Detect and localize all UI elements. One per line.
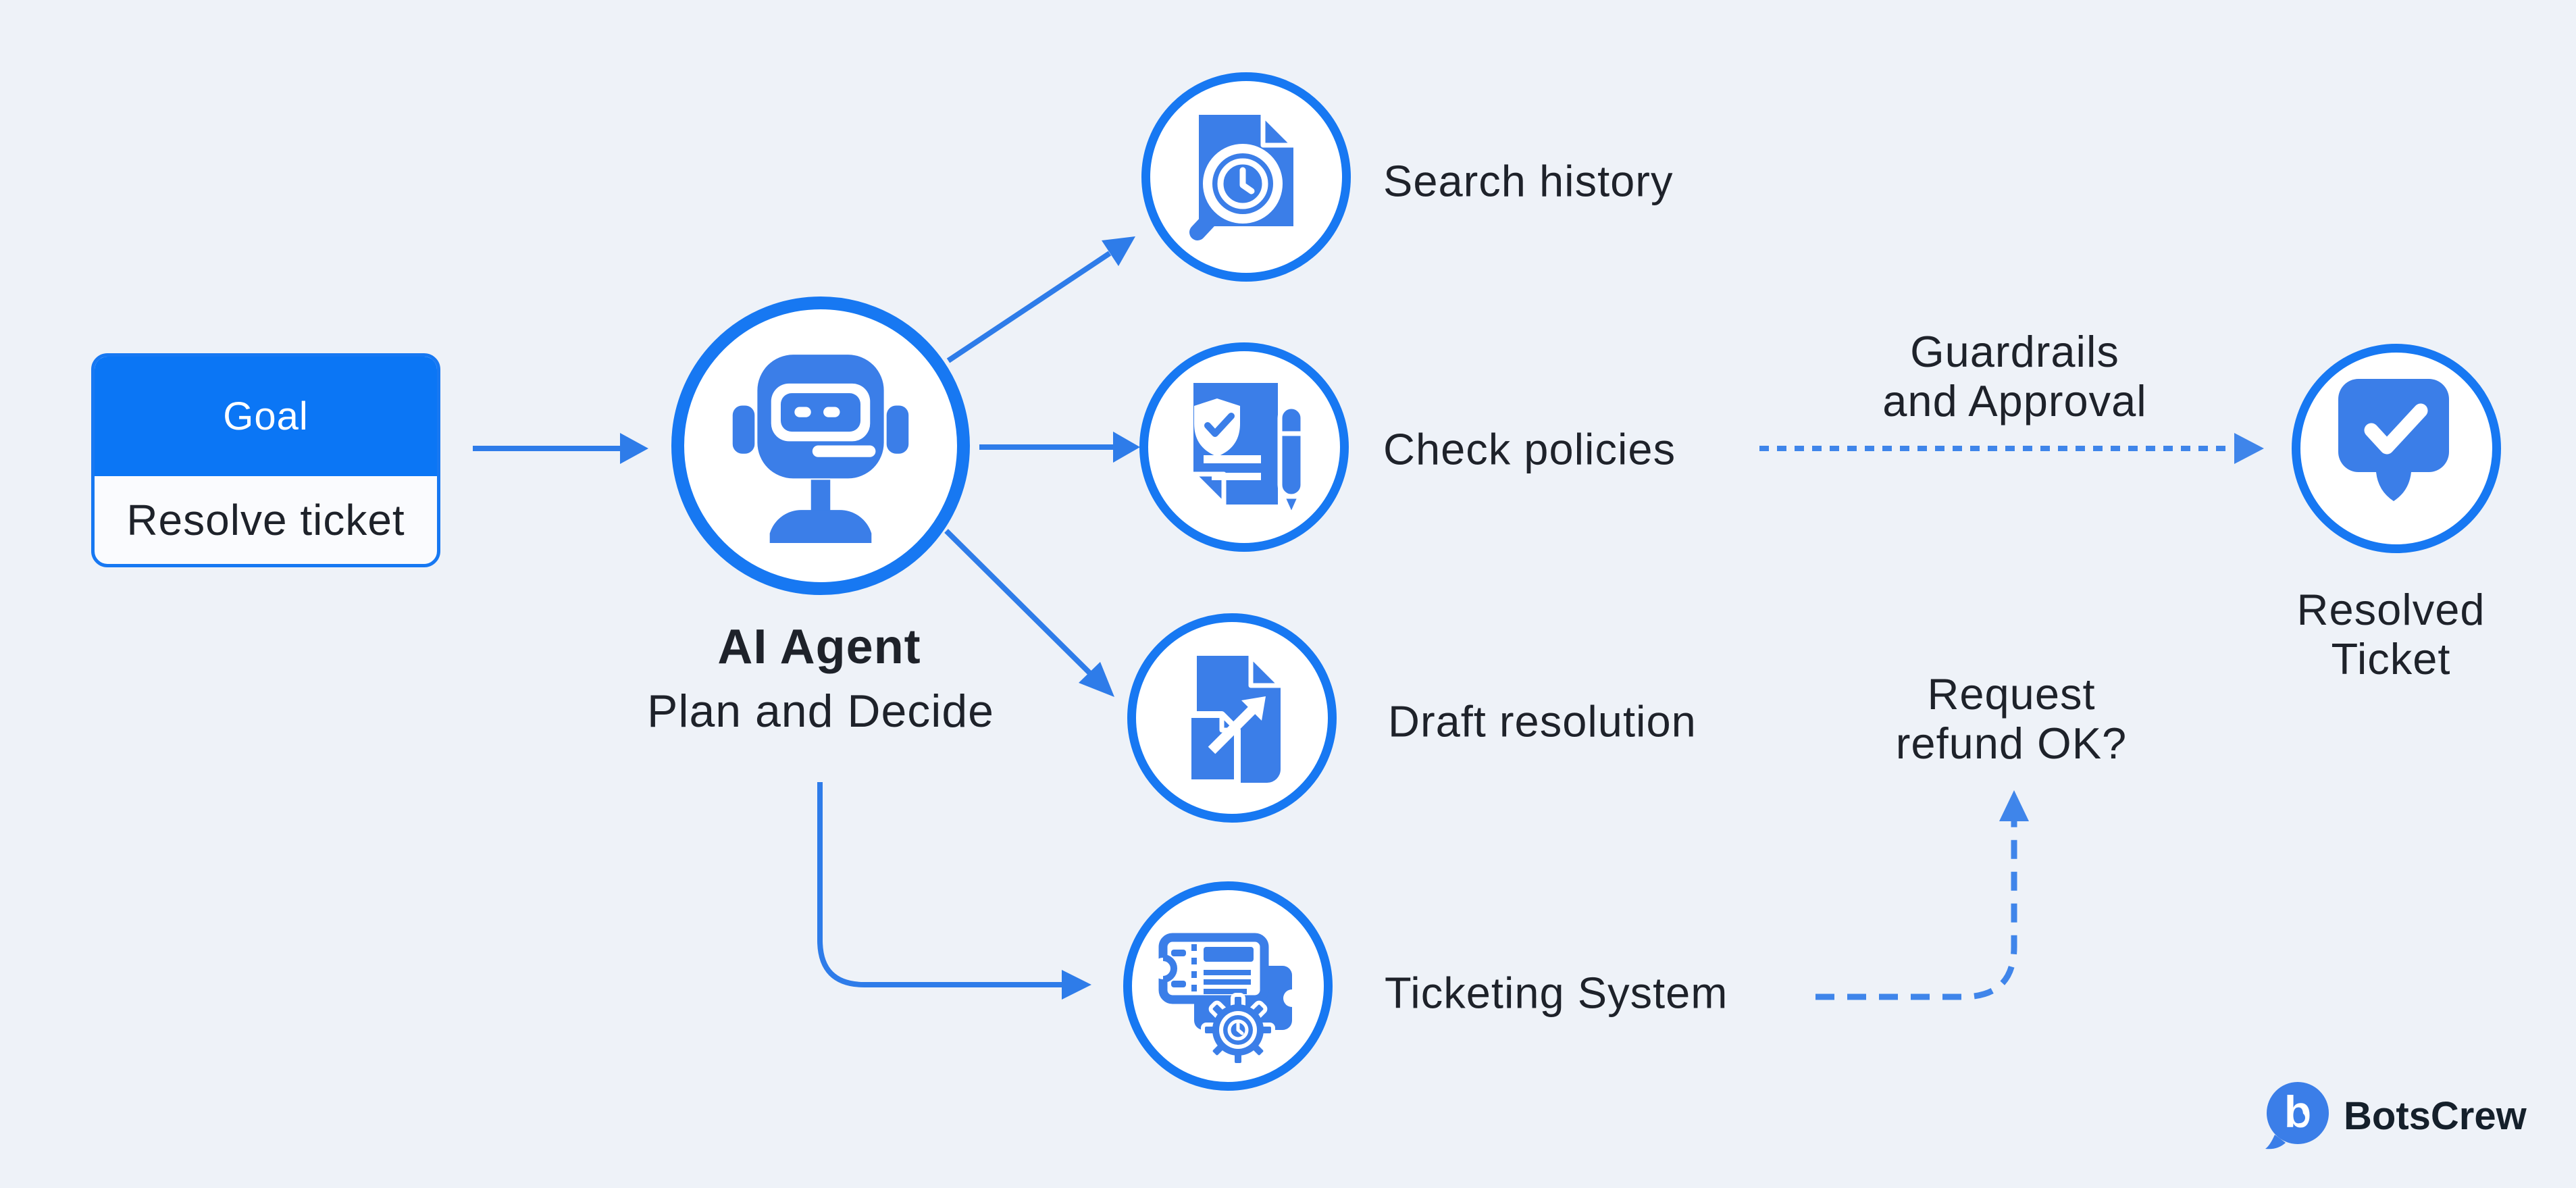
refund-line2: refund OK? [1895,719,2128,768]
resolved-ticket-label: Resolved Ticket [2297,585,2485,683]
refund-annotation: Request refund OK? [1896,669,2127,768]
resolved-ticket-node [2292,344,2501,553]
tool-label-check-policies: Check policies [1383,424,1676,474]
goal-box: Goal Resolve ticket [91,353,440,567]
documents-transfer-icon [1185,653,1283,786]
policy-shield-pen-icon [1191,383,1306,519]
ai-agent-node [671,296,970,595]
tool-label-search-history: Search history [1383,156,1674,206]
resolved-badge-check-icon [2338,378,2449,501]
botscrew-branding: b BotsCrew [2264,1081,2527,1151]
guardrails-line1: Guardrails [1910,327,2119,376]
ticket-gear-clock-icon [1152,933,1301,1067]
tool-node-draft-resolution [1127,613,1337,823]
tool-label-ticketing-system: Ticketing System [1385,968,1728,1018]
botscrew-monogram: b [2284,1087,2311,1137]
tool-node-search-history [1141,72,1351,282]
tool-node-check-policies [1139,342,1349,552]
botscrew-wordmark: BotsCrew [2344,1093,2527,1138]
goal-title: Goal [95,357,437,476]
resolved-line1: Resolved [2296,585,2485,634]
ai-agent-title: AI Agent [717,620,921,674]
document-magnifier-clock-icon [1189,112,1296,240]
ai-agent-subtitle: Plan and Decide [646,686,995,737]
refund-line1: Request [1927,669,2096,719]
robot-icon [732,355,909,543]
guardrails-annotation: Guardrails and Approval [1882,327,2146,425]
botscrew-bubble-logo: b [2265,1082,2329,1150]
tool-node-ticketing-system [1123,881,1333,1091]
guardrails-line2: and Approval [1882,376,2147,425]
resolved-line2: Ticket [2331,634,2451,683]
goal-subtitle: Resolve ticket [126,496,405,544]
tool-label-draft-resolution: Draft resolution [1388,696,1697,746]
